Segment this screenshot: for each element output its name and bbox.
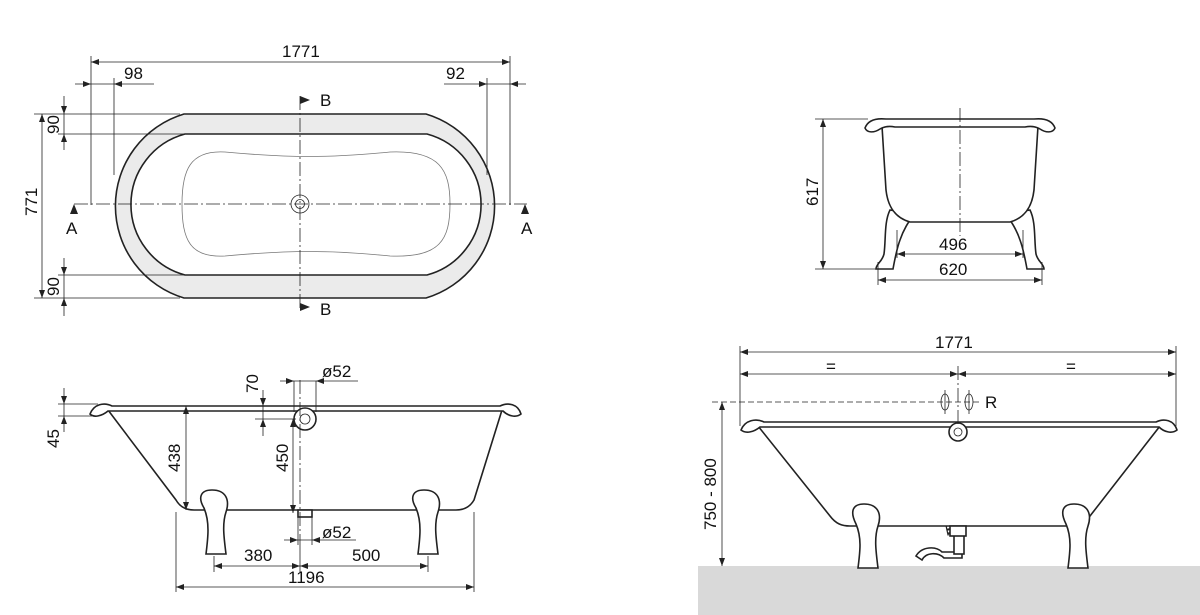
dim-end-inner-feet: 496 — [939, 235, 967, 254]
top-view: A A B B 1771 98 92 771 90 — [22, 42, 533, 319]
dim-end-outer-feet: 620 — [939, 260, 967, 279]
install-foot-right — [1061, 503, 1091, 569]
dim-drain-to-right-foot: 500 — [352, 546, 380, 565]
dim-end-height: 617 — [803, 178, 822, 206]
section-arrow-a-left — [70, 204, 78, 214]
section-label-a-right: A — [521, 219, 533, 238]
floor — [698, 566, 1200, 615]
dim-drain-to-left-foot: 380 — [244, 546, 272, 565]
side-view: 45 438 70 ø52 450 ø52 — [44, 362, 522, 592]
section-arrow-b-bottom — [300, 303, 310, 311]
dim-rim-bottom: 90 — [44, 277, 63, 296]
end-foot-right — [1004, 209, 1045, 270]
dim-rim-top: 90 — [44, 115, 63, 134]
dim-rim-right: 92 — [446, 64, 465, 83]
dim-overall-length: 1771 — [282, 42, 320, 61]
end-view: 617 496 620 — [803, 108, 1056, 285]
dim-overflow-offset: 70 — [243, 374, 262, 393]
install-foot-left — [851, 503, 881, 569]
dim-rim-height: 45 — [44, 429, 63, 448]
tap-label: R — [985, 393, 997, 412]
dim-install-height: 750 - 800 — [701, 458, 720, 530]
section-label-a-left: A — [66, 219, 78, 238]
section-label-b-bottom: B — [320, 300, 331, 319]
dim-depth: 438 — [165, 444, 184, 472]
side-foot-left — [199, 489, 229, 555]
install-overflow — [948, 422, 968, 442]
installation-view: R 1771 = = 750 - 800 — [698, 333, 1200, 615]
overflow-outer — [293, 407, 317, 431]
dim-rim-left: 98 — [124, 64, 143, 83]
section-arrow-a-right — [521, 204, 529, 214]
dim-half-right: = — [1066, 357, 1076, 376]
dim-half-left: = — [826, 357, 836, 376]
tub-inner-rim-top — [130, 133, 482, 276]
side-foot-right — [411, 489, 441, 555]
drain-pipe-stub — [953, 533, 965, 555]
dim-install-length: 1771 — [935, 333, 973, 352]
install-drain — [949, 525, 967, 537]
end-foot-left — [875, 209, 916, 270]
tub-bottom-top — [181, 151, 451, 257]
side-tub-body — [106, 409, 504, 511]
dim-overall-width: 771 — [22, 188, 41, 216]
side-drain — [297, 509, 313, 518]
drain-trap — [914, 547, 963, 562]
dim-overflow-diameter: ø52 — [322, 362, 351, 381]
section-arrow-b-top — [300, 96, 310, 104]
section-label-b-top: B — [320, 91, 331, 110]
dim-overflow-to-bottom: 450 — [273, 444, 292, 472]
dim-feet-span: 1196 — [288, 568, 325, 587]
dim-drain-diameter: ø52 — [322, 523, 351, 542]
